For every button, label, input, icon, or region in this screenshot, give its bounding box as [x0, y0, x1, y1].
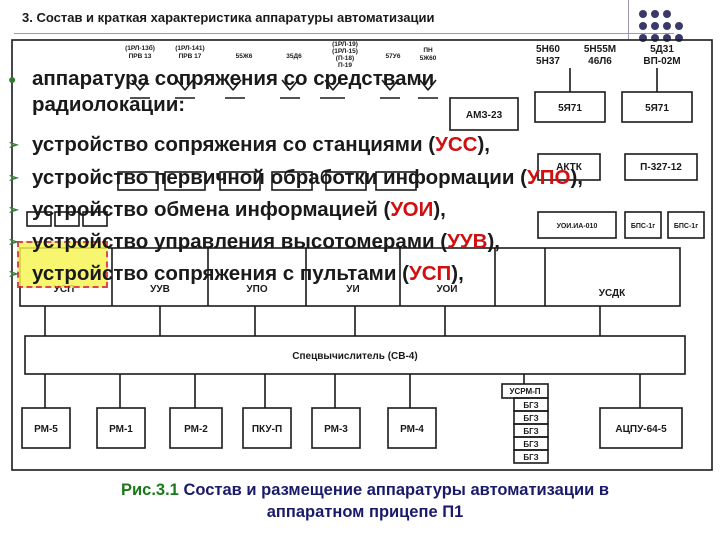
block-bgz-3: БГЗ: [523, 427, 538, 436]
antenna-label-55zh6: 55Ж6: [236, 53, 253, 60]
block-ui: УИ: [346, 284, 359, 295]
heading-bullet: ● аппаратура сопряжения со средствами рад…: [8, 66, 434, 118]
caption-line1: Состав и размещение аппаратуры автоматиз…: [183, 481, 609, 499]
decorative-dots: [639, 10, 683, 42]
block-rm3: РМ-3: [324, 424, 348, 435]
block-aktk: АКТК: [556, 162, 583, 173]
bullet-list: ● аппаратура сопряжения со средствами рад…: [8, 66, 583, 285]
block-usp: УСП: [54, 284, 75, 295]
block-rm1: РМ-1: [109, 424, 133, 435]
title-underline: [14, 33, 674, 34]
slide-title: 3. Состав и краткая характеристика аппар…: [22, 10, 435, 25]
block-5ya71-b: 5Я71: [645, 103, 669, 114]
heading-line2: радиолокации:: [32, 93, 186, 116]
block-bgz-2: БГЗ: [523, 414, 538, 423]
arrow-bullet-icon: ➢: [8, 266, 19, 281]
block-p327: П-327-12: [640, 162, 682, 173]
arrow-bullet-icon: ➢: [8, 170, 19, 185]
bullet-dot-icon: ●: [8, 71, 17, 87]
block-bgz-4: БГЗ: [523, 440, 538, 449]
figure-caption: Рис.3.1 Состав и размещение аппаратуры а…: [20, 479, 710, 523]
caption-line2: аппаратном прицепе П1: [266, 503, 464, 521]
bullet-uss: ➢ устройство сопряжения со станциями (УС…: [8, 133, 490, 156]
heading-line1: аппаратура сопряжения со средствами: [32, 67, 435, 90]
block-uuv: УУВ: [150, 284, 170, 295]
arrow-bullet-icon: ➢: [8, 137, 19, 152]
block-rm5: РМ-5: [34, 424, 58, 435]
bullet-uoi: ➢ устройство обмена информацией (УОИ),: [8, 198, 446, 221]
arrow-bullet-icon: ➢: [8, 234, 19, 249]
block-sv4: Спецвычислитель (СВ-4): [292, 351, 417, 362]
antenna-label-prv17: (1РЛ-141)ПРВ 17: [175, 45, 204, 60]
antenna-label-p19: (1РЛ-19)(1РЛ-15)(П-18)П-19: [332, 41, 358, 69]
antenna-label-prv13: (1РЛ-13б)ПРВ 13: [125, 44, 155, 60]
block-rm4: РМ-4: [400, 424, 424, 435]
bullet-usp: ➢ устройство сопряжения с пультами (УСП)…: [8, 262, 464, 285]
block-upo: УПО: [246, 284, 267, 295]
block-bgz-5: БГЗ: [523, 453, 538, 462]
block-ams: АМЗ-23: [466, 110, 503, 121]
block-bps-2: БПС-1г: [674, 223, 698, 230]
block-rm2: РМ-2: [184, 424, 208, 435]
block-pku: ПКУ-П: [252, 424, 282, 435]
usp-highlight: [17, 241, 108, 288]
arrow-bullet-icon: ➢: [8, 202, 19, 217]
block-5ya71-a: 5Я71: [558, 103, 582, 114]
bullet-uuv: ➢ устройство управления высотомерами (УУ…: [8, 230, 500, 253]
title-vertical-rule: [628, 0, 629, 40]
caption-label: Рис.3.1: [121, 481, 179, 499]
block-atspu: АЦПУ-64-5: [615, 424, 667, 435]
block-usrm: УСРМ-П: [509, 387, 540, 396]
block-bps-1: БПС-1г: [631, 223, 655, 230]
trailer-outline: [11, 39, 713, 471]
block-uoi: УОИ: [437, 284, 458, 295]
block-usdk: УСДК: [599, 288, 626, 299]
block-uoi-ia010: УОИ.ИА-010: [557, 223, 598, 230]
antenna-label-35d6: 35Д6: [286, 53, 302, 60]
bullet-upo: ➢ устройство первичной обработки информа…: [8, 166, 583, 189]
block-bgz-1: БГЗ: [523, 401, 538, 410]
antenna-label-57u6: 57У6: [386, 53, 401, 60]
